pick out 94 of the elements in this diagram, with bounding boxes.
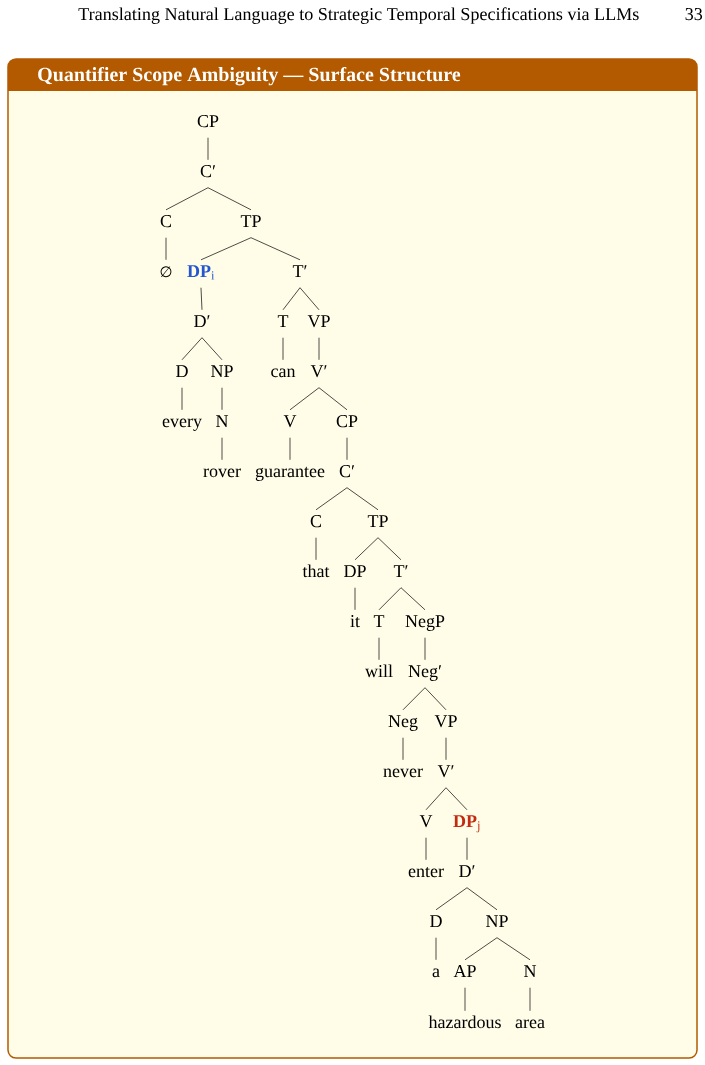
branch-line [435,937,437,961]
page-number: 33 [685,8,703,21]
branch-line [282,337,284,361]
category-label: T′ [292,265,307,277]
branch-line [424,687,447,711]
null-symbol: ∅ [160,266,172,278]
branch-line [318,387,348,411]
branch-line [165,187,209,211]
category-label: Neg′ [408,665,442,681]
word-label: it [350,615,360,628]
branch-line [445,737,447,761]
word-label: a [432,968,440,978]
branch-line [289,387,320,411]
category-label: T′ [393,565,408,577]
branch-line [400,587,426,611]
branch-line [250,237,301,261]
branch-line [282,287,301,311]
category-label: VP [307,315,330,328]
word-label: every [162,418,202,431]
category-label: CP [197,115,219,128]
branch-line [221,387,223,411]
category-label: C′ [339,465,355,478]
branch-line [200,287,203,311]
branch-line [435,887,468,911]
word-label: rover [203,468,241,478]
branch-line [377,537,402,561]
branch-line [201,337,223,361]
branch-line [181,387,183,411]
category-label: N [216,415,229,427]
branch-line [299,287,320,311]
category-label: DP$_{j}$ [453,815,480,833]
word-label: that [302,564,330,578]
category-label: V [283,415,297,428]
category-label: V′ [437,765,454,778]
word-label: never [383,768,423,778]
branch-line [466,887,498,911]
category-label: AP [453,965,476,977]
category-label: Neg [388,715,418,731]
category-label: CP [336,415,358,428]
branch-line [378,637,380,661]
branch-line [425,837,427,861]
branch-line [200,237,252,261]
branch-line [318,337,320,361]
category-label: D′ [459,865,475,878]
category-label: V′ [310,365,327,378]
running-header: Translating Natural Language to Strategic Temporal Specifications via LLMs [78,7,639,24]
branch-line [207,187,252,211]
category-label: N [524,965,537,977]
branch-line [346,487,379,511]
category-label: DP [344,565,366,578]
word-label: can [271,368,296,378]
branch-line [402,737,404,761]
branch-line [466,837,468,861]
branch-line [315,537,317,561]
branch-line [424,637,426,661]
category-label: T [277,315,289,327]
branch-line [207,137,209,161]
branch-line [165,237,167,261]
category-label: V [419,815,433,828]
branch-line [354,587,356,611]
branch-line [221,437,223,461]
category-label: TP [240,215,261,227]
category-label: NP [486,915,508,927]
branch-line [496,937,531,961]
branch-line [181,337,203,361]
branch-line [425,787,447,811]
category-label: D [430,915,442,928]
branch-line [402,687,426,711]
category-label: VP [434,715,457,728]
title-bar: Quantifier Scope Ambiguity — Surface Structure [8,59,697,91]
word-label: area [515,1019,545,1029]
branch-line [354,537,379,561]
category-label: NegP [405,615,445,631]
category-label: C′ [200,165,216,178]
branch-line [464,987,466,1012]
branch-line [378,587,402,611]
branch-line [315,487,348,511]
word-label: guarantee [255,466,325,481]
word-label: hazardous [428,1015,501,1029]
branch-line [529,987,531,1012]
branch-line [346,437,348,461]
branch-line [289,437,291,461]
branch-line [464,937,498,961]
category-label: D′ [194,315,210,328]
branch-line [445,787,468,811]
category-label: NP [211,365,233,377]
category-label: TP [367,515,388,527]
word-label: will [365,664,393,678]
category-label: DP$_{i}$ [187,265,215,280]
category-label: C [160,215,171,228]
category-label: T [373,615,385,627]
category-label: D [176,365,188,378]
word-label: enter [408,866,444,878]
category-label: C [310,515,321,528]
